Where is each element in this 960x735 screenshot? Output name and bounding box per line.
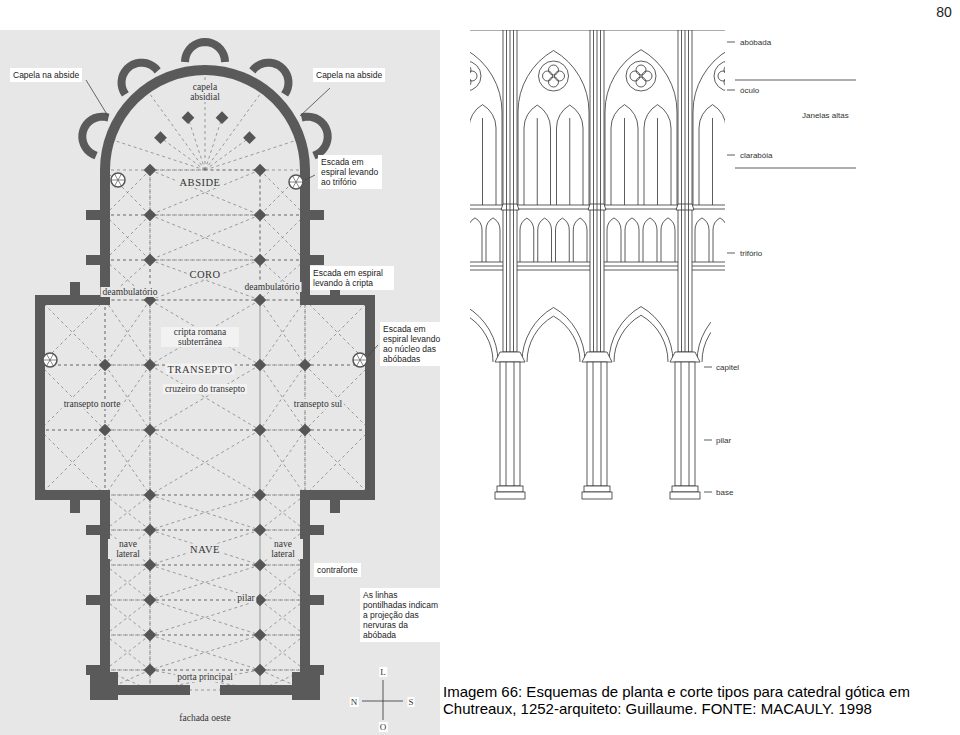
walls	[40, 42, 370, 690]
part-label: Janelas altas	[800, 111, 851, 120]
compass-letter: O	[379, 722, 388, 732]
callout-text: As linhas pontilhadas indicam a projeção…	[363, 590, 441, 640]
part-label: pilar	[714, 436, 733, 445]
plan-label: deambulatório	[101, 287, 160, 297]
callout-text: contraforte	[317, 565, 358, 575]
elevation-drawing	[407, 30, 788, 499]
plan-label: capela absidial	[181, 82, 229, 102]
plan-label: pilar	[235, 593, 256, 603]
plan-label: deambulatório	[243, 282, 302, 292]
callout-box: contraforte	[314, 563, 361, 577]
plan-label: cruzeiro do transepto	[163, 384, 247, 394]
part-label: clarabóia	[738, 151, 774, 160]
plan-label: ABSIDE	[178, 177, 223, 188]
callout-box: Capela na abside	[313, 68, 385, 82]
compass-letter: S	[407, 697, 414, 707]
part-label: trifório	[738, 249, 764, 258]
figure-caption: Imagem 66: Esquemas de planta e corte ti…	[443, 684, 955, 717]
floor-plan	[0, 30, 440, 735]
callout-box: Escada em espiral levando ao núcleo das …	[380, 322, 454, 366]
plan-label: nave lateral	[263, 539, 303, 559]
callout-text: Capela na abside	[316, 70, 382, 80]
plan-label: fachada oeste	[177, 713, 232, 723]
callout-text: Escada em espiral levando ao trifório	[321, 157, 379, 187]
plan-label: NAVE	[188, 544, 222, 555]
callout-box: As linhas pontilhadas indicam a projeção…	[360, 588, 444, 642]
part-label: capitel	[714, 363, 741, 372]
callout-box: Capela na abside	[10, 68, 82, 82]
plan-label: cripta romana subterrânea	[161, 327, 239, 347]
plan-label: transepto sul	[292, 399, 344, 409]
callout-box: Escada em espiral levando ao trifório	[318, 155, 382, 189]
callout-text: Escada em espiral levando à cripta	[313, 268, 391, 288]
buttresses	[70, 210, 340, 700]
callout-text: Escada em espiral levando ao núcleo das …	[383, 324, 451, 364]
part-label: abóbada	[738, 38, 773, 47]
plan-label: CORO	[187, 269, 222, 280]
pillar-dots	[99, 111, 312, 676]
page-number: 80	[936, 4, 952, 20]
compass	[362, 680, 403, 720]
callout-text: Capela na abside	[13, 70, 79, 80]
plan-ground	[0, 30, 440, 735]
label-ticks	[704, 42, 856, 492]
compass-letter: N	[350, 697, 359, 707]
leader-lines	[86, 80, 378, 356]
callout-box: Escada em espiral levando à cripta	[310, 266, 394, 290]
plan-label: porta principal	[175, 672, 235, 682]
plan-label: transepto norte	[62, 399, 123, 409]
plan-label: nave lateral	[108, 539, 148, 559]
plan-label: TRANSEPTO	[166, 364, 235, 375]
compass-letter: L	[379, 667, 387, 677]
part-label: óculo	[738, 86, 761, 95]
part-label: base	[714, 488, 735, 497]
